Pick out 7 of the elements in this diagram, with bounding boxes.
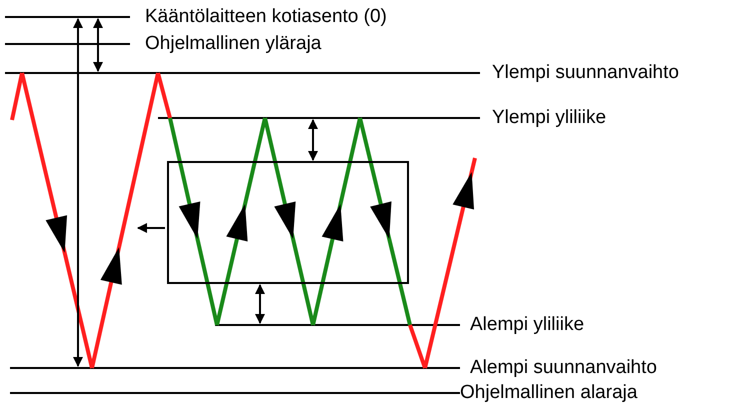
level-label: Alempi yliliike [470, 314, 584, 336]
level-label: Kääntölaitteen kotiasento (0) [145, 6, 387, 28]
level-label: Ohjelmallinen alaraja [460, 382, 638, 404]
level-label: Alempi suunnanvaihto [470, 357, 657, 379]
level-label: Ylempi yliliike [492, 107, 606, 129]
level-label: Ohjelmallinen yläraja [145, 33, 322, 55]
level-label: Ylempi suunnanvaihto [492, 62, 679, 84]
